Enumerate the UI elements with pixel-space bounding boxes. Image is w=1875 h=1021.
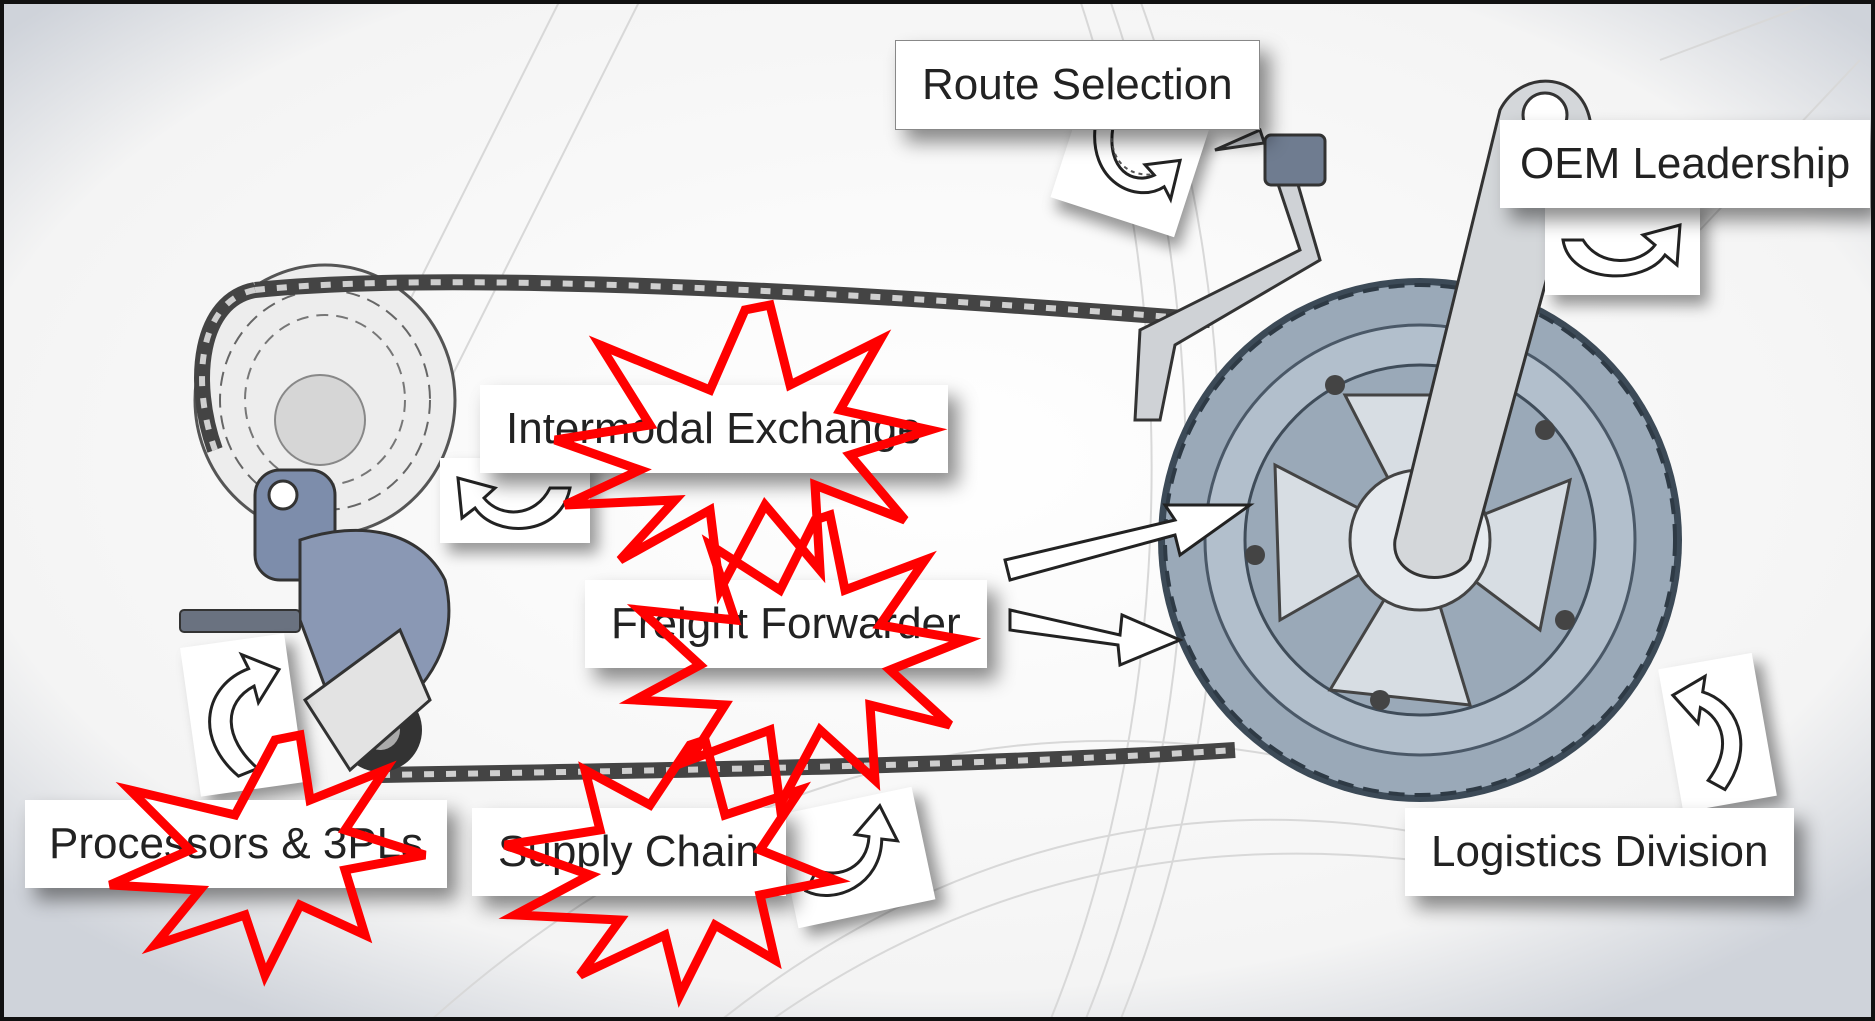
front-derailleur bbox=[1133, 127, 1327, 422]
label-oem-leadership: OEM Leadership bbox=[1500, 120, 1871, 208]
curved-arrow-icon bbox=[1658, 652, 1777, 813]
label-logistics-division: Logistics Division bbox=[1405, 808, 1795, 896]
label-supply-chain: Supply Chain bbox=[472, 808, 786, 896]
curved-arrow-icon bbox=[180, 633, 305, 797]
curved-arrow-icon bbox=[1050, 87, 1210, 238]
straight-arrow-icon bbox=[1003, 503, 1255, 668]
curved-arrow-icon bbox=[1545, 200, 1700, 295]
label-processors-3pls: Processors & 3PLs bbox=[25, 800, 448, 888]
label-freight-forwarder: Freight Forwarder bbox=[585, 580, 987, 668]
label-intermodal-exchange: Intermodal Exchange bbox=[480, 385, 948, 473]
bicycle-cassette bbox=[193, 263, 457, 537]
label-route-selection: Route Selection bbox=[895, 40, 1260, 130]
